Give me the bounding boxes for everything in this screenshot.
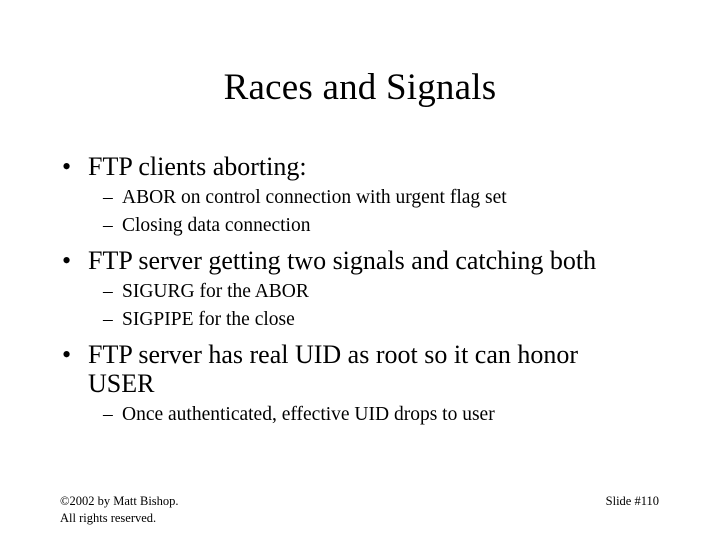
- sub-bullet-item: – Closing data connection: [60, 215, 644, 237]
- sub-bullet-text: Closing data connection: [122, 215, 311, 236]
- dash-marker-icon: –: [103, 215, 113, 236]
- bullet-marker-icon: •: [62, 246, 72, 275]
- dash-marker-icon: –: [103, 404, 113, 425]
- dash-marker-icon: –: [103, 309, 113, 330]
- bullet-text: FTP server has real UID as root so it ca…: [88, 340, 579, 398]
- slide-number-footer: Slide #110: [605, 494, 659, 508]
- sub-bullet-text: SIGURG for the ABOR: [122, 281, 309, 302]
- bullet-marker-icon: •: [62, 340, 72, 369]
- slide-body: • FTP clients aborting: – ABOR on contro…: [60, 152, 644, 432]
- sub-bullet-text: SIGPIPE for the close: [122, 309, 295, 330]
- bullet-marker-icon: •: [62, 152, 72, 181]
- sub-bullet-item: – SIGURG for the ABOR: [60, 281, 644, 303]
- bullet-text: FTP clients aborting:: [88, 152, 307, 181]
- sub-bullet-item: – ABOR on control connection with urgent…: [60, 187, 644, 209]
- page-title: Races and Signals: [223, 67, 497, 108]
- sub-bullet-text: ABOR on control connection with urgent f…: [122, 187, 507, 208]
- sub-bullet-item: – Once authenticated, effective UID drop…: [60, 404, 644, 426]
- bullet-item: • FTP server has real UID as root so it …: [60, 340, 644, 398]
- dash-marker-icon: –: [103, 187, 113, 208]
- bullet-item: • FTP clients aborting:: [60, 152, 644, 181]
- sub-bullet-item: – SIGPIPE for the close: [60, 309, 644, 331]
- bullet-item: • FTP server getting two signals and cat…: [60, 246, 644, 275]
- dash-marker-icon: –: [103, 281, 113, 302]
- copyright-footer: ©2002 by Matt Bishop. All rights reserve…: [60, 494, 179, 525]
- sub-bullet-text: Once authenticated, effective UID drops …: [122, 404, 495, 425]
- bullet-text: FTP server getting two signals and catch…: [88, 246, 597, 275]
